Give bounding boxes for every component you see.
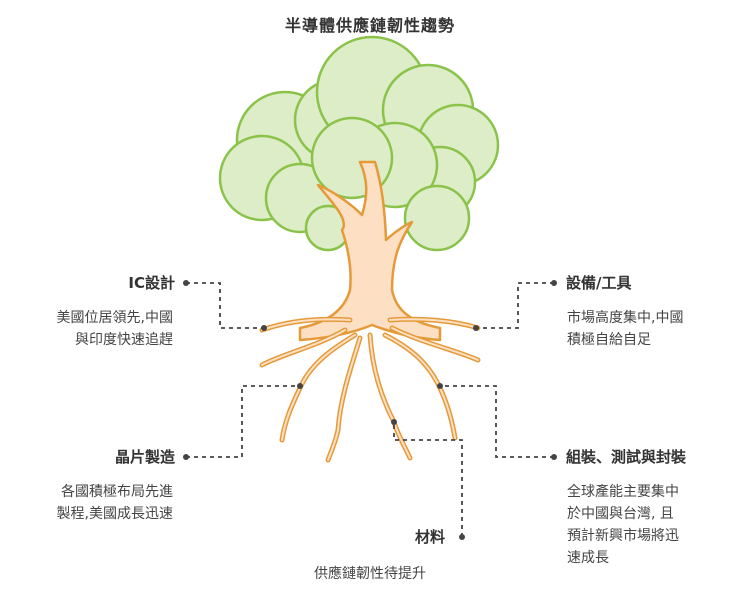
dot-materials-label (459, 534, 465, 540)
tree-trunk (298, 160, 442, 342)
equipment-desc-line: 市場高度集中,中國 (567, 310, 684, 326)
assembly-desc-line: 於中國與台灣, 且 (567, 506, 674, 522)
dot-ic-design-root (261, 325, 267, 331)
connector-lines (186, 282, 554, 537)
assembly-desc-line: 預計新興市場將迅 (567, 528, 679, 544)
assembly-label: 組裝、測試與封裝 (566, 448, 687, 466)
ic-design-desc-line: 美國位居領先,中國 (56, 310, 173, 326)
dot-equipment-label (551, 280, 557, 286)
dot-ic-design-label (183, 280, 189, 286)
materials-desc: 供應鏈韌性待提升 (270, 563, 470, 585)
connector-ic-design (186, 282, 264, 329)
wafer-label: 晶片製造 (114, 448, 175, 466)
equipment-desc: 市場高度集中,中國 積極自給自足 (567, 307, 683, 351)
assembly-desc: 全球產能主要集中 於中國與台灣, 且 預計新興市場將迅 速成長 (567, 481, 679, 569)
materials-label: 材料 (414, 528, 445, 546)
equipment-label: 設備/工具 (566, 274, 632, 292)
ic-design-desc: 美國位居領先,中國 與印度快速追趕 (57, 307, 173, 351)
dot-wafer-root (297, 383, 303, 389)
connector-assembly (440, 385, 554, 458)
connector-materials (393, 422, 463, 537)
wafer-desc-line: 各國積極布局先進 (61, 484, 173, 500)
tree-canopy (218, 35, 500, 252)
dot-materials-root (391, 419, 397, 425)
connector-equipment (476, 282, 554, 329)
ic-design-label: IC設計 (128, 274, 175, 292)
connector-dots (183, 280, 557, 540)
wafer-desc-line: 製程,美國成長迅速 (56, 506, 173, 522)
materials-desc-line: 供應鏈韌性待提升 (314, 566, 426, 582)
wafer-desc: 各國積極布局先進 製程,美國成長迅速 (57, 481, 173, 525)
ic-design-desc-line: 與印度快速追趕 (75, 332, 173, 348)
dot-wafer-label (183, 454, 189, 460)
dot-assembly-root (437, 383, 443, 389)
page-title: 半導體供應鏈韌性趨勢 (284, 16, 455, 35)
dot-equipment-root (473, 325, 479, 331)
assembly-desc-line: 全球產能主要集中 (567, 484, 679, 500)
assembly-desc-line: 速成長 (567, 550, 609, 566)
equipment-desc-line: 積極自給自足 (567, 332, 651, 348)
dot-assembly-label (551, 454, 557, 460)
connector-wafer (186, 385, 300, 458)
